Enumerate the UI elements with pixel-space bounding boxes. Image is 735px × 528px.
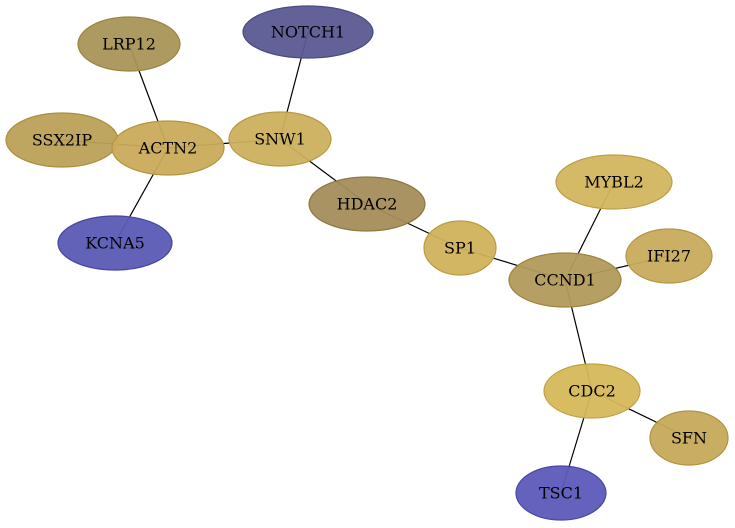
node-tsc1[interactable]: TSC1 — [515, 465, 607, 521]
node-ellipse-actn2 — [111, 120, 225, 176]
node-cdc2[interactable]: CDC2 — [543, 363, 641, 419]
node-label-tsc1: TSC1 — [539, 484, 583, 503]
node-ellipse-hdac2 — [308, 176, 426, 232]
node-label-notch1: NOTCH1 — [271, 23, 345, 42]
node-sfn[interactable]: SFN — [649, 410, 729, 466]
node-label-actn2: ACTN2 — [138, 139, 198, 158]
node-label-kcna5: KCNA5 — [85, 234, 145, 253]
node-label-lrp12: LRP12 — [102, 35, 156, 54]
node-ellipse-cdc2 — [543, 363, 641, 419]
node-ellipse-ccnd1 — [508, 252, 622, 308]
node-label-cdc2: CDC2 — [568, 382, 616, 401]
node-ifi27[interactable]: IFI27 — [625, 228, 713, 284]
node-sp1[interactable]: SP1 — [423, 220, 497, 276]
node-label-hdac2: HDAC2 — [337, 195, 398, 214]
node-ellipse-ifi27 — [625, 228, 713, 284]
node-lrp12[interactable]: LRP12 — [77, 16, 181, 72]
node-label-snw1: SNW1 — [254, 130, 306, 149]
node-ssx2ip[interactable]: SSX2IP — [5, 112, 119, 168]
node-ellipse-sfn — [649, 410, 729, 466]
node-ellipse-kcna5 — [57, 215, 173, 271]
node-kcna5[interactable]: KCNA5 — [57, 215, 173, 271]
node-hdac2[interactable]: HDAC2 — [308, 176, 426, 232]
node-ellipse-tsc1 — [515, 465, 607, 521]
node-snw1[interactable]: SNW1 — [228, 111, 332, 167]
node-label-sfn: SFN — [671, 429, 707, 448]
node-ellipse-lrp12 — [77, 16, 181, 72]
node-ellipse-sp1 — [423, 220, 497, 276]
node-label-ccnd1: CCND1 — [534, 271, 596, 290]
node-label-ifi27: IFI27 — [647, 247, 691, 266]
node-actn2[interactable]: ACTN2 — [111, 120, 225, 176]
node-label-mybl2: MYBL2 — [584, 173, 644, 192]
node-ccnd1[interactable]: CCND1 — [508, 252, 622, 308]
node-mybl2[interactable]: MYBL2 — [555, 154, 673, 210]
node-ellipse-snw1 — [228, 111, 332, 167]
node-ellipse-notch1 — [242, 5, 374, 59]
node-label-sp1: SP1 — [444, 239, 476, 258]
node-notch1[interactable]: NOTCH1 — [242, 5, 374, 59]
node-label-ssx2ip: SSX2IP — [32, 131, 93, 150]
node-ellipse-mybl2 — [555, 154, 673, 210]
